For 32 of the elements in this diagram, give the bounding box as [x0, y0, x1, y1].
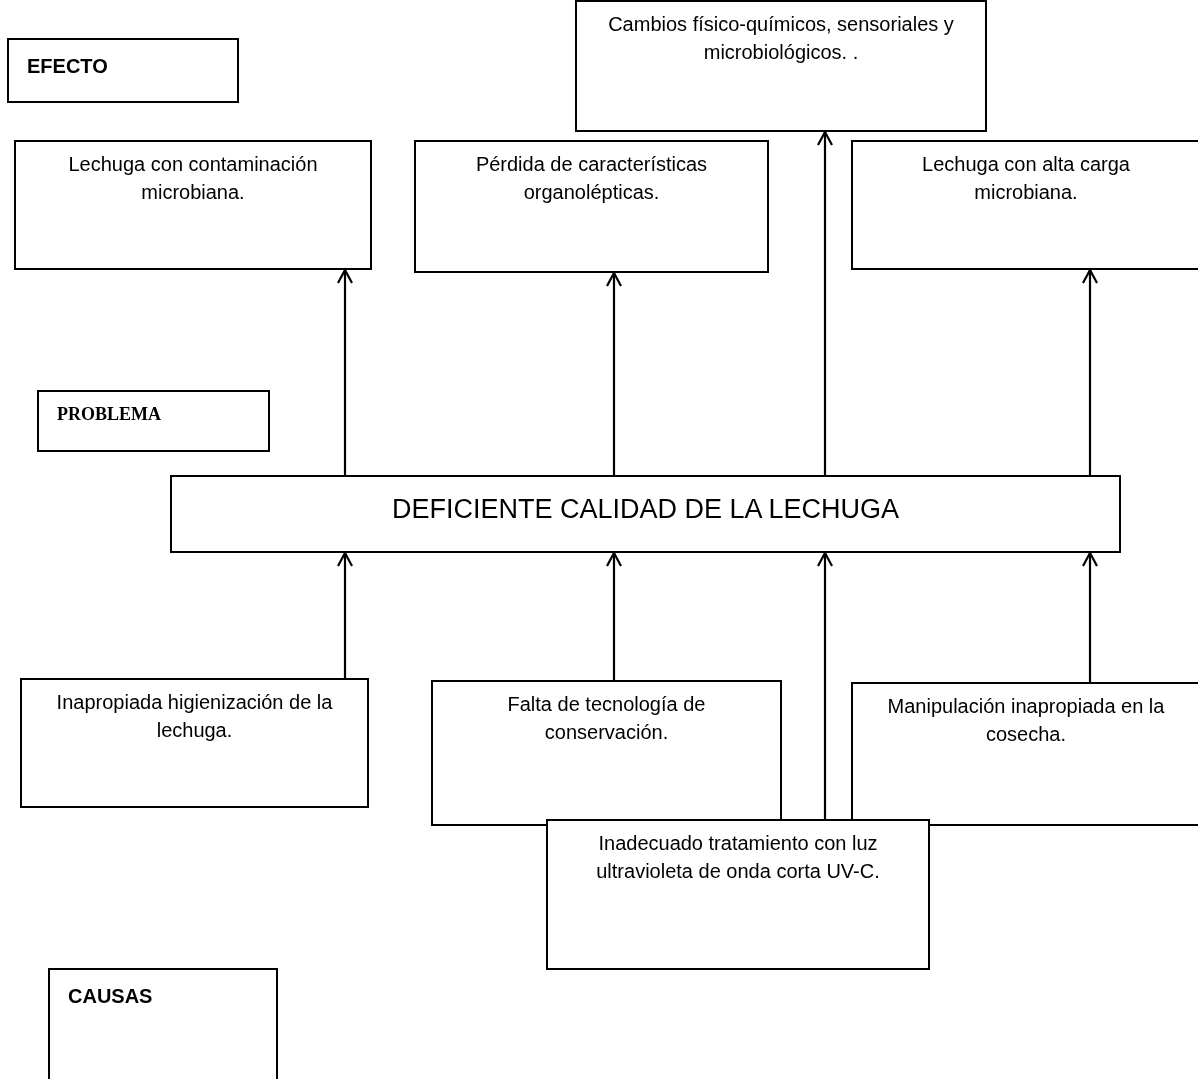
text-box	[546, 819, 930, 970]
box-text: Inapropiada higienización de la lechuga.	[55, 690, 334, 743]
box-text: PROBLEMA	[57, 403, 162, 426]
box-text: Manipulación inapropiada en la cosecha.	[886, 694, 1166, 747]
arrow	[605, 271, 623, 475]
box-text: Pérdida de características organolépticas.	[474, 152, 709, 205]
arrow	[605, 551, 623, 680]
text-box	[431, 680, 782, 826]
box-text: Inadecuado tratamiento con luz ultravioleta de onda corta UV-C.	[595, 831, 881, 884]
text-box	[851, 682, 1198, 826]
text-box	[20, 678, 369, 808]
text-box	[575, 0, 987, 132]
arrow	[1081, 551, 1099, 682]
box-text: Lechuga con contaminación microbiana.	[67, 152, 319, 205]
box-text: DEFICIENTE CALIDAD DE LA LECHUGA	[390, 493, 901, 526]
arrow	[336, 551, 354, 678]
box-text: CAUSAS	[68, 984, 154, 1009]
text-box	[14, 140, 372, 270]
box-text: Lechuga con alta carga microbiana.	[921, 152, 1131, 205]
arrow	[1081, 268, 1099, 475]
box-text: Falta de tecnología de conservación.	[506, 692, 707, 745]
section-label-box	[37, 390, 270, 452]
box-text: Cambios físico-químicos, sensoriales y microbiológicos. .	[607, 12, 955, 65]
arrow	[336, 268, 354, 475]
problem-box	[170, 475, 1121, 553]
arrow	[816, 551, 834, 819]
box-text: EFECTO	[27, 54, 109, 79]
section-label-box	[48, 968, 278, 1079]
text-box	[414, 140, 769, 273]
arrow	[816, 130, 834, 475]
text-box	[851, 140, 1198, 270]
section-label-box	[7, 38, 239, 103]
